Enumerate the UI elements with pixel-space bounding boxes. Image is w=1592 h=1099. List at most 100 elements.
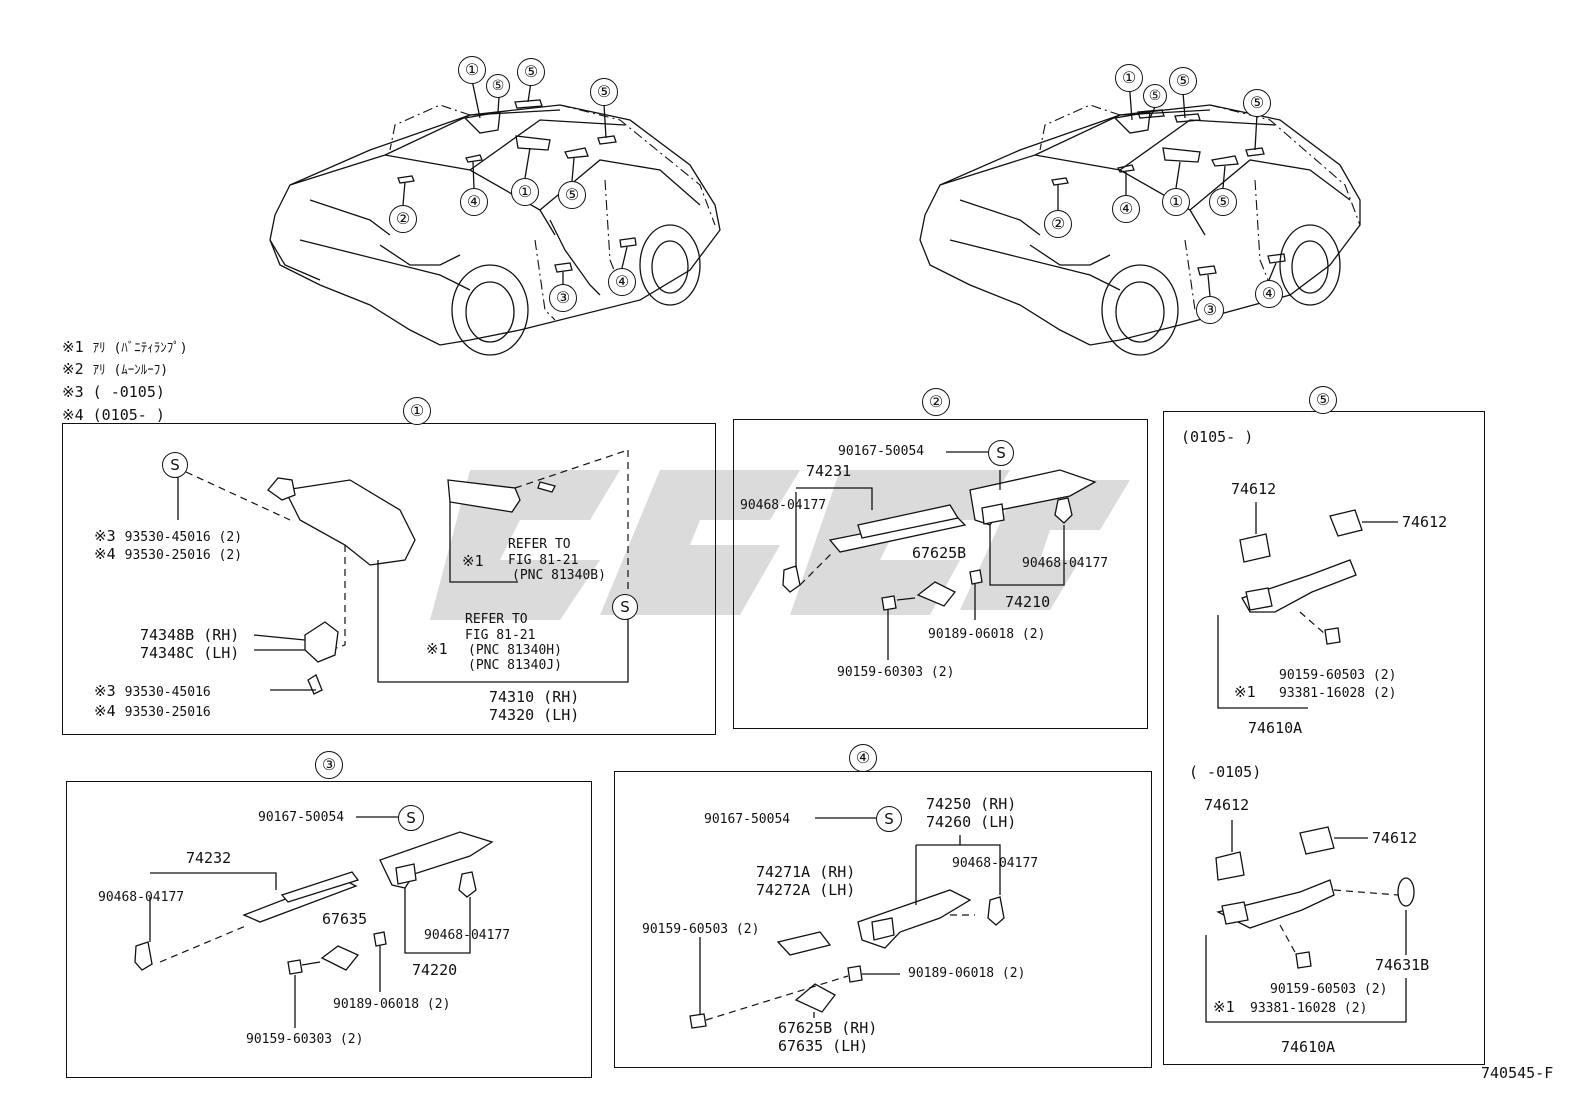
callout-5: ⑤: [1143, 84, 1167, 108]
clip-label: 90468-04177: [1022, 556, 1109, 571]
callout-4: ④: [1255, 280, 1283, 308]
section-2-box: [733, 419, 1148, 729]
clip-label: 74631B: [1375, 956, 1430, 974]
section-4-title: ④: [849, 744, 877, 772]
assembly-label: 74610A: [1281, 1038, 1336, 1056]
callout-1: ①: [1115, 64, 1143, 92]
cap-label: 74612: [1372, 829, 1418, 847]
cover-label: 74232: [186, 849, 232, 867]
bolt-label: ※3 93530-45016: [94, 682, 211, 701]
bracket-label: 67635: [322, 910, 368, 928]
callout-4: ④: [460, 188, 488, 216]
nut-label: 90189-06018 (2): [333, 997, 451, 1012]
bolt-label: 90159-60503 (2): [1270, 982, 1388, 997]
assembly-label: 74610A: [1248, 719, 1303, 737]
note-mark: ※1: [1234, 683, 1256, 701]
section-2-title: ②: [922, 388, 950, 416]
bracket-label-lh: 67635 (LH): [778, 1037, 869, 1055]
bolt-label: 90159-60303 (2): [837, 665, 955, 680]
visor-label-rh: 74310 (RH): [489, 688, 580, 706]
grip-label: 74210: [1005, 593, 1051, 611]
callout-3: ③: [1196, 296, 1224, 324]
reference-mark: ※1: [426, 640, 448, 658]
section2-drawing: [782, 451, 1097, 660]
bolt-label: 90159-60503 (2): [1279, 668, 1397, 683]
cover-label: 74231: [806, 462, 852, 480]
sealant-mark: S: [612, 594, 638, 620]
screw-label: 93381-16028 (2): [1250, 1001, 1368, 1016]
bolt-label: ※3 93530-45016 (2): [94, 527, 243, 546]
bolt-label: 90159-60503 (2): [642, 922, 760, 937]
reference-line: REFER TO: [508, 537, 571, 552]
visor-label-lh: 74320 (LH): [489, 706, 580, 724]
section-5-title: ⑤: [1309, 386, 1337, 414]
clip-label: 90468-04177: [952, 856, 1039, 871]
screw-label: 90167-50054: [258, 810, 345, 825]
holder-label-lh: 74348C (LH): [140, 644, 240, 662]
cover-label-lh: 74272A (LH): [756, 881, 856, 899]
grip-label-rh: 74250 (RH): [926, 795, 1017, 813]
callout-3: ③: [549, 284, 577, 312]
reference-mark: ※1: [462, 552, 484, 570]
grip-label: 74220: [412, 961, 458, 979]
reference-line: FIG 81-21: [508, 553, 579, 568]
figure-number: 740545-F: [1481, 1064, 1554, 1082]
callout-1: ①: [458, 56, 486, 84]
note-row: ※2 ｱﾘ (ﾑｰﾝﾙｰﾌ): [62, 360, 169, 378]
note-row: ※1 ｱﾘ (ﾊﾞﾆﾃｨﾗﾝﾌﾟ): [62, 338, 188, 356]
sealant-mark: S: [398, 805, 424, 831]
nut-label: 90189-06018 (2): [908, 966, 1026, 981]
section-4-box: [614, 771, 1152, 1068]
section-5-box: [1163, 411, 1485, 1065]
cap-label: 74612: [1402, 513, 1448, 531]
section1-drawing: [177, 449, 629, 695]
reference-line: (PNC 81340B): [512, 568, 606, 583]
holder-label-rh: 74348B (RH): [140, 626, 240, 644]
callout-1: ①: [511, 178, 539, 206]
cap-label: 74612: [1204, 796, 1250, 814]
bolt-label: ※4 93530-25016: [94, 702, 211, 721]
callout-5: ⑤: [590, 78, 618, 106]
grip-label-lh: 74260 (LH): [926, 813, 1017, 831]
callout-5: ⑤: [1209, 188, 1237, 216]
callout-4: ④: [608, 268, 636, 296]
car-left-illustration: [269, 99, 721, 356]
callout-5: ⑤: [486, 74, 510, 98]
cover-label-rh: 74271A (RH): [756, 863, 856, 881]
section5-drawing: [1205, 502, 1415, 1023]
reference-line: REFER TO: [465, 612, 528, 627]
screw-label: 93381-16028 (2): [1279, 686, 1397, 701]
car-right-illustration: [919, 104, 1361, 356]
section4-drawing: [689, 817, 1005, 1029]
sealant-mark: S: [988, 440, 1014, 466]
bracket-label-rh: 67625B (RH): [778, 1019, 878, 1037]
reference-line: (PNC 81340H): [468, 643, 562, 658]
bolt-label: ※4 93530-25016 (2): [94, 545, 243, 564]
screw-label: 90167-50054: [838, 444, 925, 459]
cap-label: 74612: [1231, 480, 1277, 498]
car-leaders: [402, 79, 1277, 297]
note-row: ※3 ( -0105): [62, 383, 165, 401]
callout-4: ④: [1112, 195, 1140, 223]
callout-2: ②: [1044, 210, 1072, 238]
section3-drawing: [134, 816, 494, 1028]
clip-label: 90468-04177: [740, 498, 827, 513]
callout-5: ⑤: [1243, 89, 1271, 117]
clip-label: 90468-04177: [98, 890, 185, 905]
sealant-mark: S: [162, 452, 188, 478]
callout-1: ①: [1162, 188, 1190, 216]
reference-line: FIG 81-21: [465, 628, 536, 643]
sealant-mark: S: [876, 806, 902, 832]
bolt-label: 90159-60303 (2): [246, 1032, 364, 1047]
callout-2: ②: [389, 205, 417, 233]
section-1-box: [62, 423, 716, 735]
callout-5: ⑤: [1169, 67, 1197, 95]
section-3-title: ③: [315, 751, 343, 779]
period-label: (0105- ): [1181, 428, 1254, 446]
callout-5: ⑤: [517, 58, 545, 86]
note-row: ※4 (0105- ): [62, 406, 165, 424]
bracket-label: 67625B: [912, 544, 967, 562]
screw-label: 90167-50054: [704, 812, 791, 827]
